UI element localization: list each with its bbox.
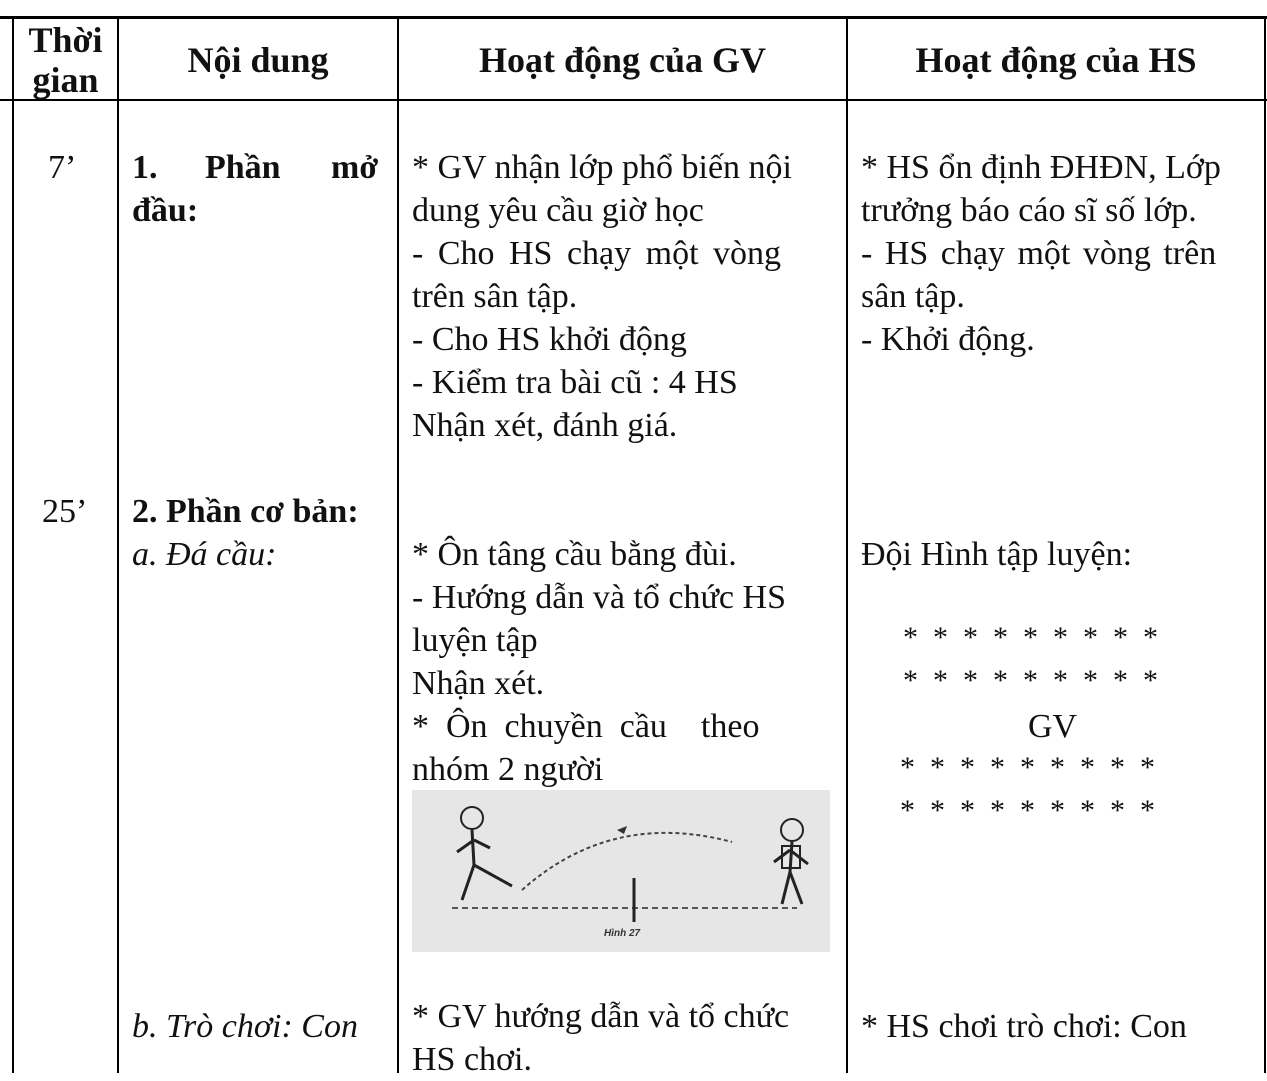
- formation-row: * * * * * * * * *: [900, 751, 1155, 784]
- row1-content-word2: mở: [331, 149, 379, 186]
- row1-gv-line: dung yêu cầu giờ học: [412, 192, 704, 229]
- header-bottom-border: [0, 99, 1267, 101]
- row2-gv-line: Nhận xét.: [412, 665, 545, 702]
- row1-gv-line: - Cho HS khởi động: [412, 321, 687, 358]
- row2-time: 25’: [42, 493, 88, 530]
- row1-gv-line: - Cho HS chạy một vòng: [412, 235, 782, 272]
- row1-content-num: 1.: [132, 149, 158, 186]
- col-divider-content: [397, 16, 399, 1073]
- row2-hs-title: Đội Hình tập luyện:: [861, 536, 1133, 573]
- row1-gv-line: - Kiểm tra bài cũ : 4 HS: [412, 364, 738, 401]
- figure-caption: Hình 27: [604, 928, 641, 939]
- row1-time: 7’: [48, 149, 77, 186]
- formation-gv: GV: [1028, 708, 1078, 745]
- row2-gv-line: - Hướng dẫn và tổ chức HS: [412, 579, 786, 616]
- formation-row: * * * * * * * * *: [903, 664, 1158, 697]
- row2-gv-line: * Ôn tâng cầu bằng đùi.: [412, 536, 737, 573]
- col-divider-right: [1264, 16, 1266, 1073]
- row1-content-word1: Phần: [205, 149, 281, 186]
- col-divider-gv: [846, 16, 848, 1073]
- row2-gv-line: nhóm 2 người: [412, 751, 604, 788]
- row3-content: b. Trò chơi: Con: [132, 1008, 358, 1045]
- row2-gv-line: * Ôn chuyền cầu theo: [412, 708, 760, 745]
- row1-hs-line: - Khởi động.: [861, 321, 1035, 358]
- col-divider-left: [12, 16, 14, 1073]
- row1-gv-line: Nhận xét, đánh giá.: [412, 407, 678, 444]
- header-time-line2: gian: [32, 60, 99, 100]
- header-gv: Hoạt động của GV: [478, 40, 767, 80]
- row1-hs-line: trưởng báo cáo sĩ số lớp.: [861, 192, 1197, 229]
- table-top-border: [0, 16, 1267, 19]
- row2-content-title: 2. Phần cơ bản:: [132, 493, 359, 530]
- row2-gv-line: luyện tập: [412, 622, 538, 659]
- header-time-line1: Thời: [28, 20, 103, 60]
- row3-hs: * HS chơi trò chơi: Con: [861, 1008, 1187, 1045]
- row1-gv-line: trên sân tập.: [412, 278, 578, 315]
- row1-hs-line: * HS ổn định ĐHĐN, Lớp: [861, 149, 1221, 186]
- row1-hs-line: sân tập.: [861, 278, 965, 315]
- header-hs: Hoạt động của HS: [915, 40, 1197, 80]
- kids-kicking-shuttlecock-icon: [412, 790, 830, 952]
- row1-content-line2: đầu:: [132, 192, 199, 229]
- shuttlecock-illustration: Hình 27: [412, 790, 830, 952]
- row3-gv-line: HS chơi.: [412, 1041, 532, 1078]
- col-divider-time: [117, 16, 119, 1073]
- row1-gv-line: * GV nhận lớp phổ biến nội: [412, 149, 792, 186]
- row3-gv-line: * GV hướng dẫn và tổ chức: [412, 998, 790, 1035]
- row2-content-sub: a. Đá cầu:: [132, 536, 277, 573]
- row1-hs-line: - HS chạy một vòng trên: [861, 235, 1217, 272]
- formation-row: * * * * * * * * *: [903, 621, 1158, 654]
- header-time: Thời gian: [14, 20, 117, 100]
- header-content: Nội dung: [187, 40, 329, 80]
- formation-row: * * * * * * * * *: [900, 794, 1155, 827]
